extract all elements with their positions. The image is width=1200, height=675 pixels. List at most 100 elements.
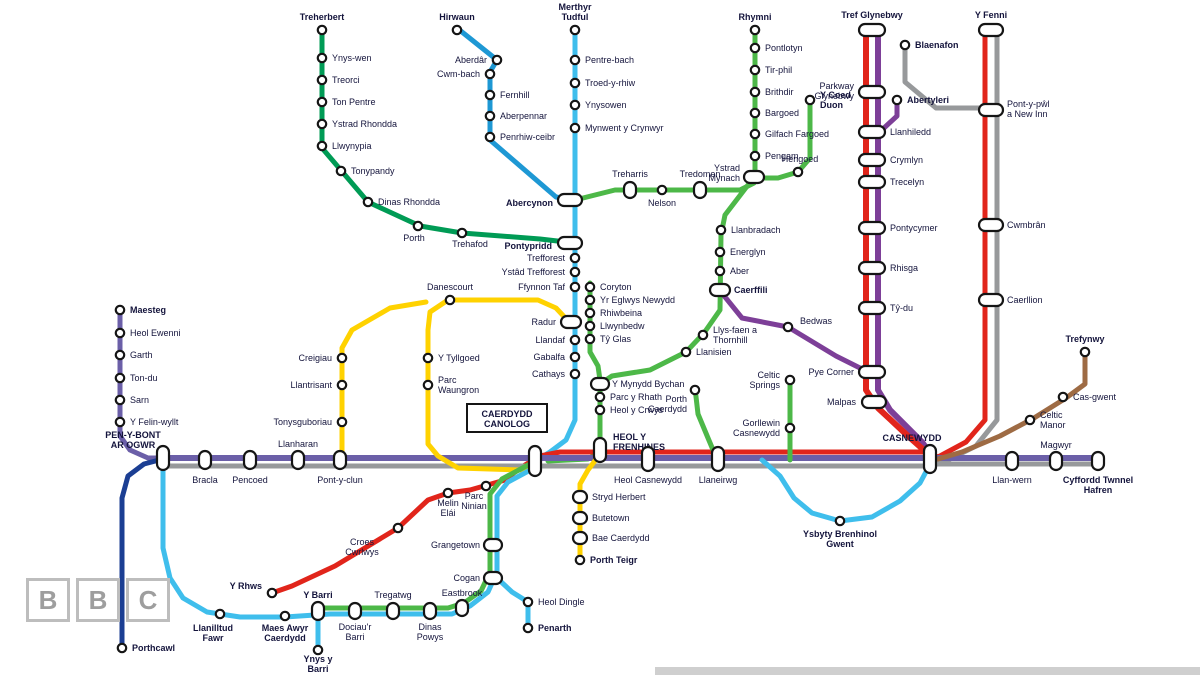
station-marker xyxy=(266,587,278,599)
station-sarn: Sarn xyxy=(114,394,149,406)
station-label: Cwmbrân xyxy=(1007,220,1046,230)
station-label: Llantrisant xyxy=(290,380,332,390)
station-pencoed: Pencoed xyxy=(232,449,268,485)
station-y-tyllgoed: Y Tyllgoed xyxy=(422,352,480,364)
station-marker xyxy=(114,372,126,384)
station-label: Butetown xyxy=(592,513,630,523)
station-hengoed: Hengoed xyxy=(782,154,819,178)
station-marker xyxy=(444,294,456,306)
station-trefynwy: Trefynwy xyxy=(1065,334,1105,358)
station-marker xyxy=(742,169,766,185)
station-label: Rhymni xyxy=(738,12,771,22)
line-maesteg xyxy=(117,305,171,461)
station-mynwent-y-crynwyr: Mynwent y Crynwyr xyxy=(569,122,664,134)
station-label: Garth xyxy=(130,350,153,360)
station-pye-corner: Pye Corner xyxy=(808,364,887,380)
station-heol-y-crwys: Heol y Crwys xyxy=(594,404,664,416)
station-marker xyxy=(569,368,581,380)
station-t-du: Tŷ-du xyxy=(857,300,913,316)
station-garth: Garth xyxy=(114,349,153,361)
station-marker xyxy=(857,260,887,276)
bbc-logo-letter: B xyxy=(88,585,108,615)
station-marker xyxy=(708,282,732,298)
station-marker xyxy=(689,384,701,396)
station-coryton: Coryton xyxy=(584,281,632,293)
station-treharris: Treharris xyxy=(612,169,648,200)
station-cwmbr-n: Cwmbrân xyxy=(977,217,1046,233)
line-creigiau xyxy=(339,299,429,463)
station-marker xyxy=(592,436,608,464)
station-marker xyxy=(290,449,306,471)
station-marker xyxy=(857,84,887,100)
line-city-loop xyxy=(425,297,574,473)
station-marker xyxy=(584,333,596,345)
station-marker xyxy=(574,554,586,566)
station-label: Malpas xyxy=(827,397,857,407)
station-marker xyxy=(784,422,796,434)
station-label: Tonysguboriau xyxy=(273,417,332,427)
station-label: Brithdir xyxy=(765,87,794,97)
station-marker xyxy=(857,124,887,140)
station-cas-gwent: Cas-gwent xyxy=(1057,391,1117,403)
station-abercynon: Abercynon xyxy=(506,192,584,208)
station-marker xyxy=(336,379,348,391)
station-brithdir: Brithdir xyxy=(749,86,794,98)
station-marker xyxy=(569,54,581,66)
station-label: Bae Caerdydd xyxy=(592,533,650,543)
station-blaenafon: Blaenafon xyxy=(899,39,959,51)
station-llanharan: Llanharan xyxy=(278,439,318,471)
station-marker xyxy=(569,99,581,111)
station-llanbradach: Llanbradach xyxy=(715,224,781,236)
station-pontlotyn: Pontlotyn xyxy=(749,42,803,54)
station-y-barri: Y Barri xyxy=(303,590,333,622)
station-label: Danescourt xyxy=(427,282,474,292)
station-label: Hengoed xyxy=(782,154,819,164)
station-label: Llandaf xyxy=(535,335,565,345)
station-abertyleri: Abertyleri xyxy=(891,94,949,106)
station-label: Caerllion xyxy=(1007,295,1043,305)
station-marker xyxy=(316,140,328,152)
station-marker xyxy=(310,600,326,622)
station-marker xyxy=(922,443,938,475)
station-heol-dingle: Heol Dingle xyxy=(522,596,585,608)
station-marker xyxy=(656,184,668,196)
station-marker xyxy=(784,374,796,386)
station-pont-y-clun: Pont-y-clun xyxy=(317,449,363,485)
station-marker xyxy=(622,180,638,200)
station-ynysowen: Ynysowen xyxy=(569,99,627,111)
line-ysbyty-loop xyxy=(759,457,931,524)
station-llandaf: Llandaf xyxy=(535,334,581,346)
station-trehafod: Trehafod xyxy=(452,227,488,249)
station-marker xyxy=(749,128,761,140)
line-marches xyxy=(929,25,988,461)
station-label: Magwyr xyxy=(1040,440,1072,450)
station-label: Tŷ Glas xyxy=(600,334,632,344)
station-tref-glynebwy: Tref Glynebwy xyxy=(841,10,903,38)
station-marker xyxy=(569,266,581,278)
station-label: Ystâd Trefforest xyxy=(502,267,566,277)
station-t-glas: Tŷ Glas xyxy=(584,333,632,345)
station-caerffili: Caerffili xyxy=(708,282,768,298)
bbc-logo-box: B xyxy=(76,578,120,622)
station-marker xyxy=(891,94,903,106)
station-label: Ton-du xyxy=(130,373,158,383)
station-label: Sarn xyxy=(130,395,149,405)
station-marker xyxy=(749,42,761,54)
station-marker xyxy=(480,480,492,492)
station-label: Cathays xyxy=(532,369,566,379)
